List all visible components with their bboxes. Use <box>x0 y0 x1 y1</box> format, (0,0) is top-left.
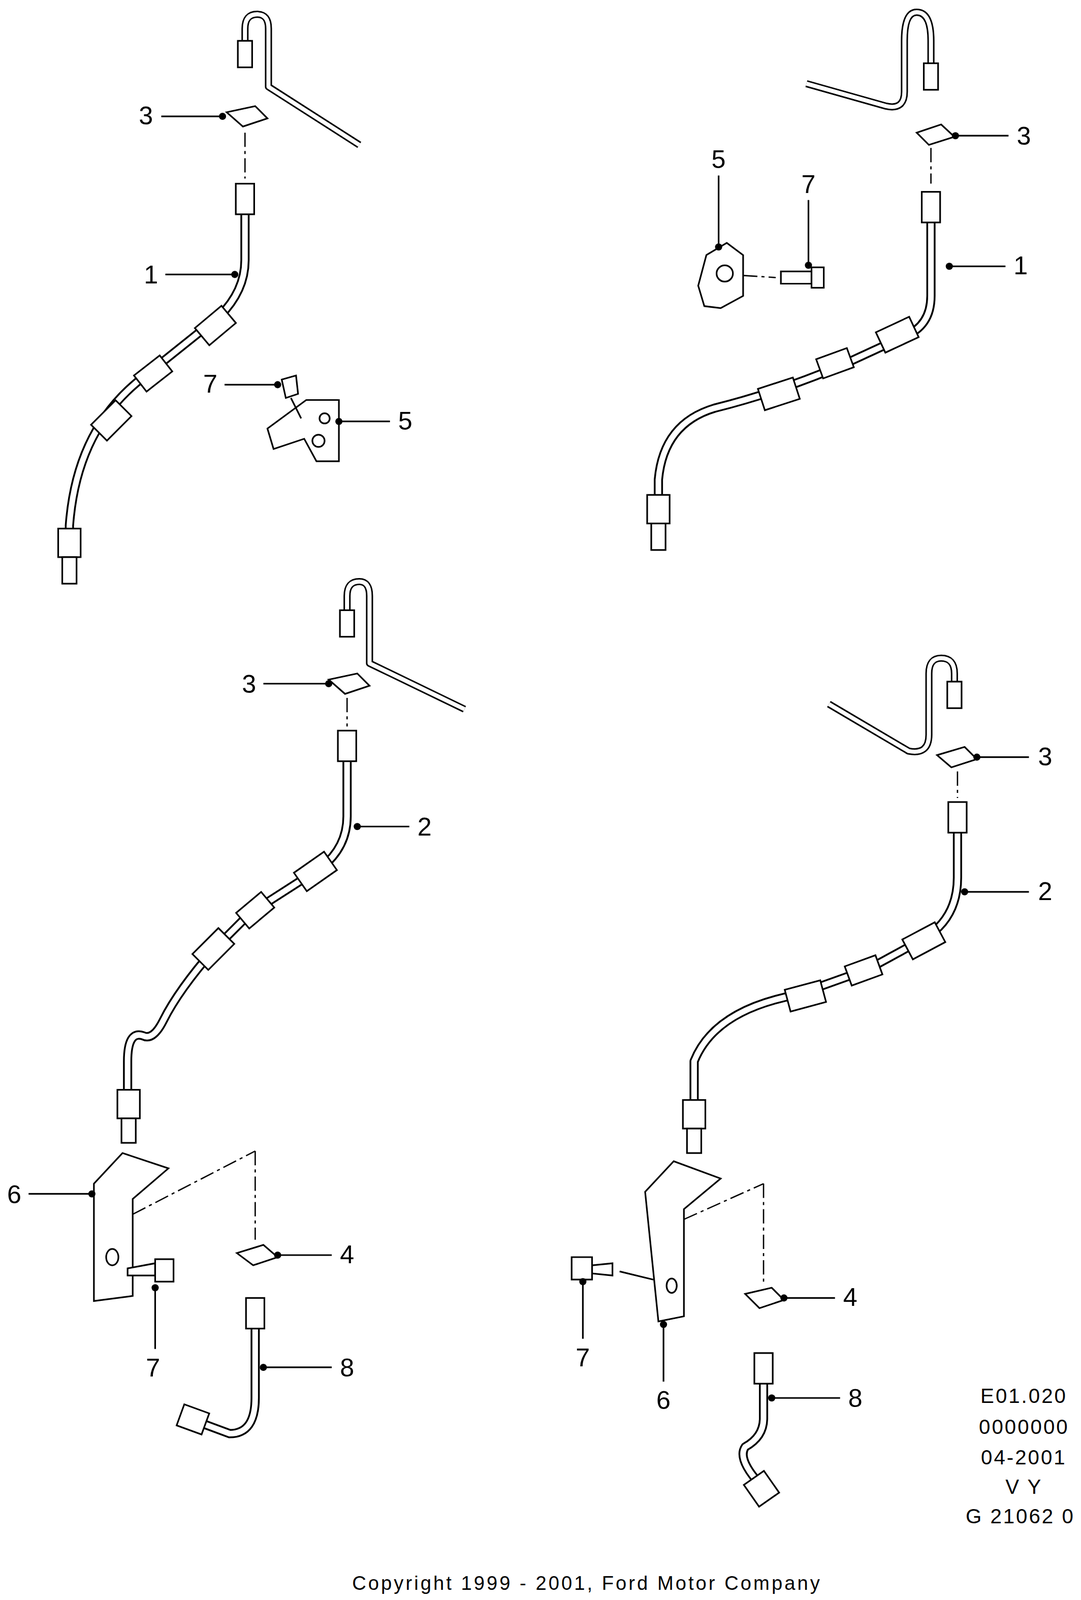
callout-number: 4 <box>339 1241 355 1267</box>
callout-number: 2 <box>1038 878 1053 904</box>
drawing-code: 04-2001 <box>980 1447 1067 1468</box>
drawing-code: G 21062 0 <box>965 1506 1075 1527</box>
callout-number: 3 <box>1016 122 1031 149</box>
callout-number: 8 <box>848 1385 863 1411</box>
callout-number: 4 <box>843 1284 858 1310</box>
callout-number: 8 <box>339 1354 355 1381</box>
callout-number: 1 <box>143 261 158 288</box>
callout-number: 7 <box>575 1344 590 1371</box>
callout-number: 7 <box>203 370 218 397</box>
callout-number: 6 <box>7 1181 22 1207</box>
callout-number: 3 <box>138 102 153 129</box>
callout-number: 5 <box>398 407 413 434</box>
callout-number: 1 <box>1013 252 1028 278</box>
callout-number: 3 <box>241 671 257 697</box>
callout-number: 3 <box>1038 743 1053 770</box>
callout-number: 5 <box>711 146 726 172</box>
drawing-code: 0000000 <box>978 1416 1070 1437</box>
copyright-caption: Copyright 1999 - 2001, Ford Motor Compan… <box>352 1573 822 1593</box>
drawing-code: V Y <box>1005 1476 1043 1498</box>
callout-number: 7 <box>801 170 816 197</box>
callout-number: 7 <box>145 1354 161 1381</box>
callout-number: 6 <box>656 1387 671 1413</box>
callout-number: 2 <box>417 813 432 840</box>
drawing-code: E01.020 <box>980 1385 1068 1407</box>
